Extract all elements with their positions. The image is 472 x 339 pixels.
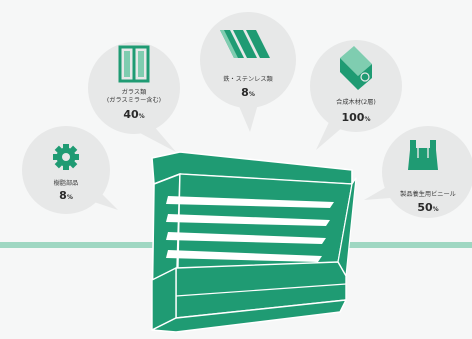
bubble-background xyxy=(382,126,472,218)
bubble-glass: ガラス類 (ガラスミラー含む) 40% xyxy=(88,42,180,152)
bubble-steel: 鉄・ステンレス類 8% xyxy=(200,12,296,132)
glass-panel-icon xyxy=(118,45,150,83)
material-percent: 40% xyxy=(123,108,144,121)
material-label: 製品養生用ビニール xyxy=(400,190,456,198)
material-label: ガラス類 xyxy=(122,88,147,96)
material-percent: 8% xyxy=(59,189,73,202)
material-percent: 50% xyxy=(417,201,438,214)
bubble-vinyl: 製品養生用ビニール 50% xyxy=(364,126,472,218)
material-percent: 100% xyxy=(342,111,371,124)
gear-icon xyxy=(53,144,79,170)
material-label: 合成木材(2層) xyxy=(336,98,376,106)
plastic-bag-icon xyxy=(408,140,438,170)
lumber-icon xyxy=(340,46,372,90)
bubble-resin-parts: 樹脂部品 8% xyxy=(22,126,118,214)
material-label: 鉄・ステンレス類 xyxy=(223,75,273,83)
display-case-illustration xyxy=(151,151,357,333)
material-label: 樹脂部品 xyxy=(54,179,79,187)
material-label-sub: (ガラスミラー含む) xyxy=(107,96,161,104)
shelves xyxy=(166,196,334,262)
bubble-lumber: 合成木材(2層) 100% xyxy=(310,40,402,150)
material-percent: 8% xyxy=(241,86,255,99)
steel-sheet-icon xyxy=(220,30,270,58)
bubble-background xyxy=(88,42,180,134)
